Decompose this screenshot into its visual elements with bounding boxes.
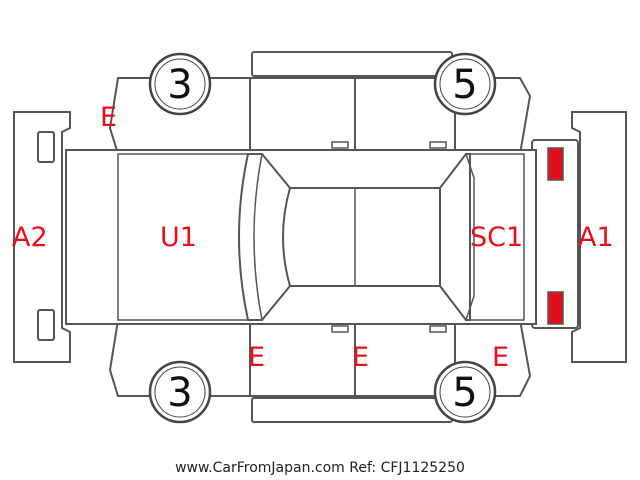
tire-rear-right: 3 xyxy=(148,360,212,424)
label-front-bumper: A1 xyxy=(578,222,614,253)
tire-front-right-value: 5 xyxy=(452,370,477,416)
label-front-right-door: E xyxy=(352,342,369,373)
tire-rear-right-value: 3 xyxy=(167,370,192,416)
label-rear-body: U1 xyxy=(160,222,197,253)
label-rear-bumper: A2 xyxy=(12,222,48,253)
tire-front-left-value: 5 xyxy=(452,62,477,108)
rear-bumper xyxy=(13,111,71,363)
left-side-panels xyxy=(108,51,532,155)
front-left-light-marker xyxy=(547,147,564,181)
reference-footer: www.CarFromJapan.com Ref: CFJ1125250 xyxy=(175,460,465,476)
front-bumper xyxy=(531,111,627,363)
label-rear-right-door: E xyxy=(248,342,265,373)
label-rear-left-fender: E xyxy=(100,102,117,133)
label-hood: SC1 xyxy=(470,222,523,253)
tire-rear-left: 3 xyxy=(148,52,212,116)
label-front-right-fender: E xyxy=(492,342,509,373)
tire-front-right: 5 xyxy=(433,360,497,424)
front-right-light-marker xyxy=(547,291,564,325)
car-body-top-view xyxy=(65,149,537,325)
tire-front-left: 5 xyxy=(433,52,497,116)
tire-rear-left-value: 3 xyxy=(167,62,192,108)
